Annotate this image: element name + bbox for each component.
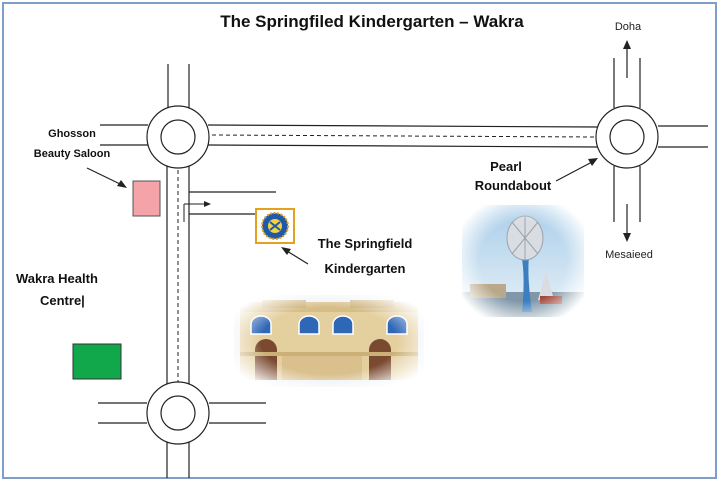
map-title: The Springfiled Kindergarten – Wakra (220, 12, 524, 31)
roundabout-bottom-left (146, 381, 210, 445)
main-road-edge-bottom (207, 144, 599, 148)
ghosson-marker (132, 180, 161, 217)
mesaieed-label: Mesaieed (605, 249, 653, 261)
ghosson-pointer-arrow-icon (86, 167, 127, 188)
kindergarten-label-line1: The Springfield (318, 236, 413, 251)
health-label-line1: Wakra Health (16, 271, 98, 286)
kindergarten-pointer-arrow-icon (281, 247, 309, 265)
main-road-edge-top (207, 124, 599, 128)
roundabout-top-left (146, 105, 210, 169)
pearl-roundabout (595, 105, 659, 169)
main-road-centerline (211, 134, 595, 138)
pearl-label-line1: Pearl (490, 159, 522, 174)
kindergarten-label-line2: Kindergarten (325, 261, 406, 276)
frame-border (2, 2, 717, 479)
pearl-label-line2: Roundabout (475, 178, 552, 193)
road-network (98, 58, 708, 478)
school-emblem-icon (255, 208, 295, 244)
ghosson-label-line2: Beauty Saloon (34, 148, 111, 160)
health-label-line2: Centre| (40, 293, 85, 308)
kindergarten-building-photo (234, 295, 424, 387)
pearl-pointer-arrow-icon (555, 158, 598, 182)
ghosson-label-line1: Ghosson (48, 128, 96, 140)
pearl-monument-photo (462, 205, 584, 317)
mesaieed-arrow-icon (623, 204, 631, 242)
doha-arrow-icon (623, 40, 631, 78)
doha-label: Doha (615, 21, 642, 33)
health-centre-marker (72, 343, 122, 380)
